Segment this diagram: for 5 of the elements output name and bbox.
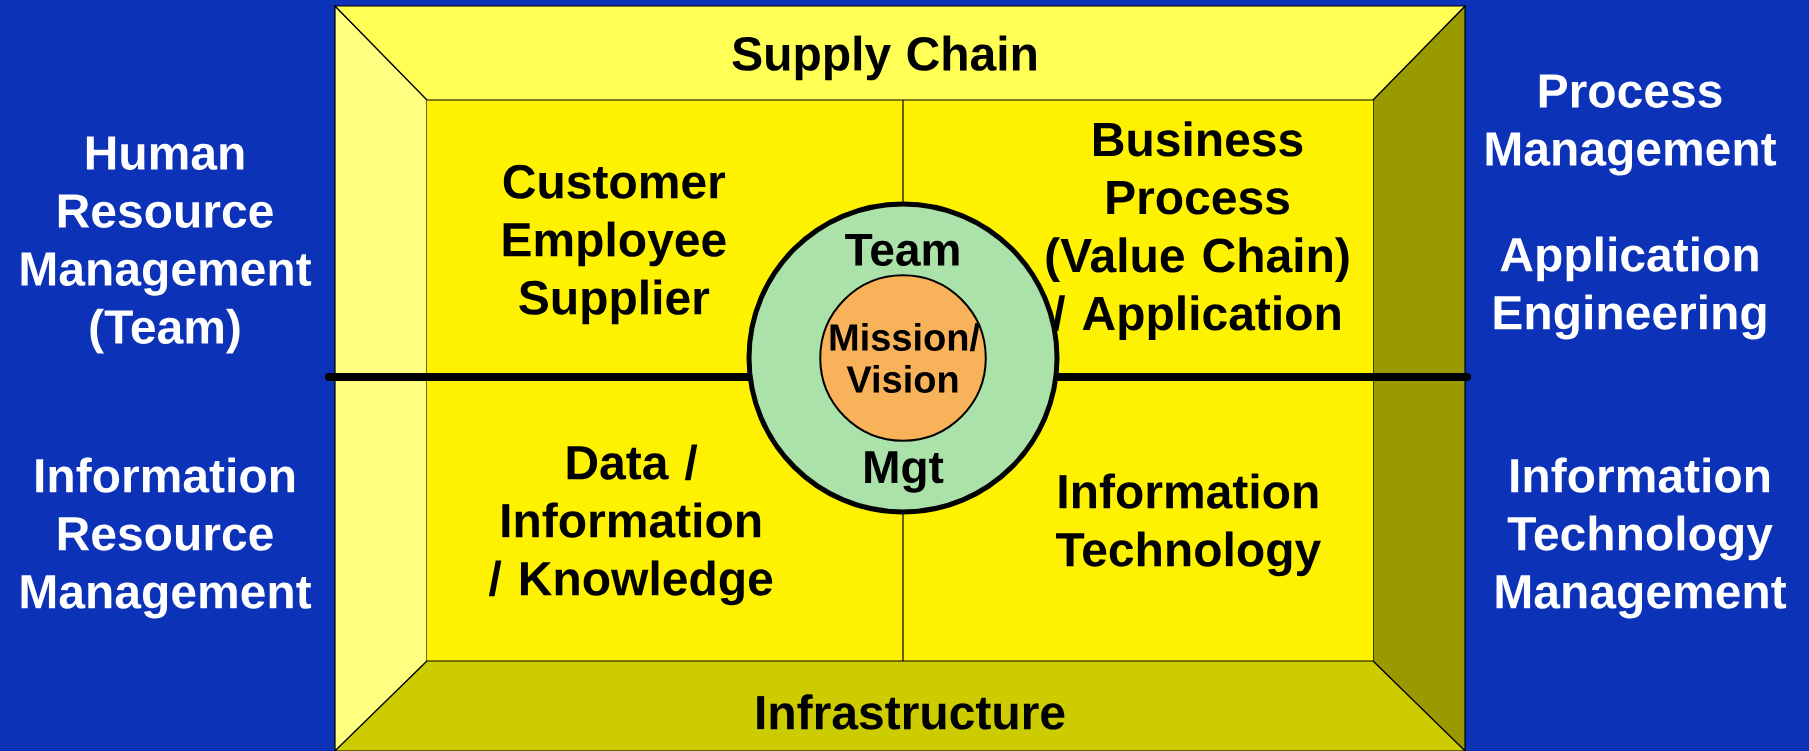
side-label: Information Technology Management xyxy=(1496,457,1787,619)
side-label: Process Management xyxy=(1486,74,1777,176)
side-label: Human Resource Management (Team) xyxy=(21,136,312,354)
side-label: Application Engineering xyxy=(1494,236,1766,340)
side-label: Information Resource Management xyxy=(21,457,312,619)
